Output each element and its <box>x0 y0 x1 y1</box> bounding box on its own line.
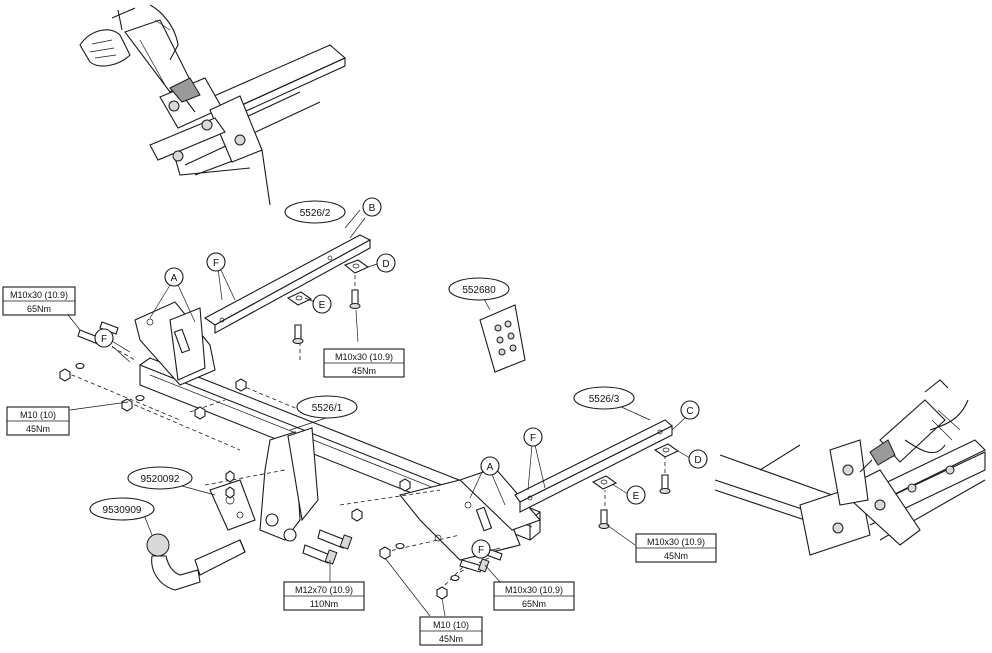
fastener-torque: 65Nm <box>522 599 546 609</box>
part-label: 5526/2 <box>300 208 331 219</box>
svg-text:A: A <box>487 462 494 473</box>
spec-box: M10x30 (10.9) 65Nm <box>493 581 575 611</box>
fastener-torque: 110Nm <box>310 599 338 609</box>
part-callouts: 5526/2 5526/1 5526/3 552680 9520092 9530… <box>89 200 635 521</box>
letter-a: A <box>480 456 500 476</box>
letter-c: C <box>680 400 700 420</box>
part-label: 5526/3 <box>589 394 620 405</box>
letter-e: E <box>312 294 332 314</box>
letter-a: A <box>164 267 184 287</box>
part-label: 5526/1 <box>312 403 343 414</box>
fastener-spec: M10 (10) <box>20 410 56 420</box>
svg-text:F: F <box>101 334 107 345</box>
svg-text:F: F <box>530 433 536 444</box>
svg-text:A: A <box>171 273 178 284</box>
spec-boxes: M10x30 (10.9) 65Nm M10 (10) 45Nm M10x30 … <box>2 286 717 646</box>
part-label: 552680 <box>462 285 496 296</box>
letter-e: E <box>626 485 646 505</box>
fastener-spec: M10 (10) <box>433 620 469 630</box>
fastener-torque: 45Nm <box>352 366 376 376</box>
fastener-torque: 65Nm <box>27 304 51 314</box>
fastener-spec: M12x70 (10.9) <box>295 585 353 595</box>
letter-d: D <box>376 253 396 273</box>
svg-text:B: B <box>369 203 376 214</box>
leader-lines <box>49 209 691 617</box>
callout-5526-1: 5526/1 <box>296 395 358 419</box>
spec-box: M10 (10) 45Nm <box>419 616 483 646</box>
spec-box: M10x30 (10.9) 45Nm <box>635 533 717 563</box>
bracket-5526-2 <box>203 234 372 344</box>
svg-text:E: E <box>633 491 640 502</box>
callout-5526-2: 5526/2 <box>284 200 346 224</box>
fastener-spec: M10x30 (10.9) <box>647 537 705 547</box>
svg-text:C: C <box>686 406 693 417</box>
svg-text:E: E <box>319 300 326 311</box>
letter-f: F <box>94 328 114 348</box>
inset-bottom-right <box>714 379 986 556</box>
wiring-plate <box>209 470 256 531</box>
letter-callouts: A A B C D D E E F F F F <box>94 197 708 559</box>
letter-f: F <box>206 252 226 272</box>
bracket-5526-3 <box>514 419 680 529</box>
fastener-spec: M10x30 (10.9) <box>505 585 563 595</box>
fastener-torque: 45Nm <box>664 551 688 561</box>
tow-bar-main <box>134 301 542 565</box>
part-label: 9530909 <box>103 505 142 516</box>
letter-f: F <box>523 427 543 447</box>
svg-text:D: D <box>694 455 701 466</box>
letter-d: D <box>688 449 708 469</box>
tow-ball <box>146 533 246 591</box>
fastener-spec: M10x30 (10.9) <box>10 290 68 300</box>
callout-9530909: 9530909 <box>89 497 155 521</box>
letter-b: B <box>362 197 382 217</box>
spec-box: M10x30 (10.9) 45Nm <box>323 348 405 378</box>
svg-text:D: D <box>382 259 389 270</box>
callout-552680: 552680 <box>448 277 510 301</box>
svg-text:F: F <box>213 258 219 269</box>
callout-9520092: 9520092 <box>127 466 193 490</box>
callout-5526-3: 5526/3 <box>573 386 635 410</box>
fastener-torque: 45Nm <box>439 634 463 644</box>
spec-box: M10 (10) 45Nm <box>6 406 70 436</box>
part-label: 9520092 <box>141 474 180 485</box>
hardware-pack <box>479 304 526 373</box>
fastener-torque: 45Nm <box>26 424 50 434</box>
inset-top-left <box>79 4 347 206</box>
svg-text:F: F <box>478 545 484 556</box>
spec-box: M12x70 (10.9) 110Nm <box>283 581 365 611</box>
spec-box: M10x30 (10.9) 65Nm <box>2 286 76 316</box>
letter-f: F <box>471 539 491 559</box>
fastener-spec: M10x30 (10.9) <box>335 352 393 362</box>
